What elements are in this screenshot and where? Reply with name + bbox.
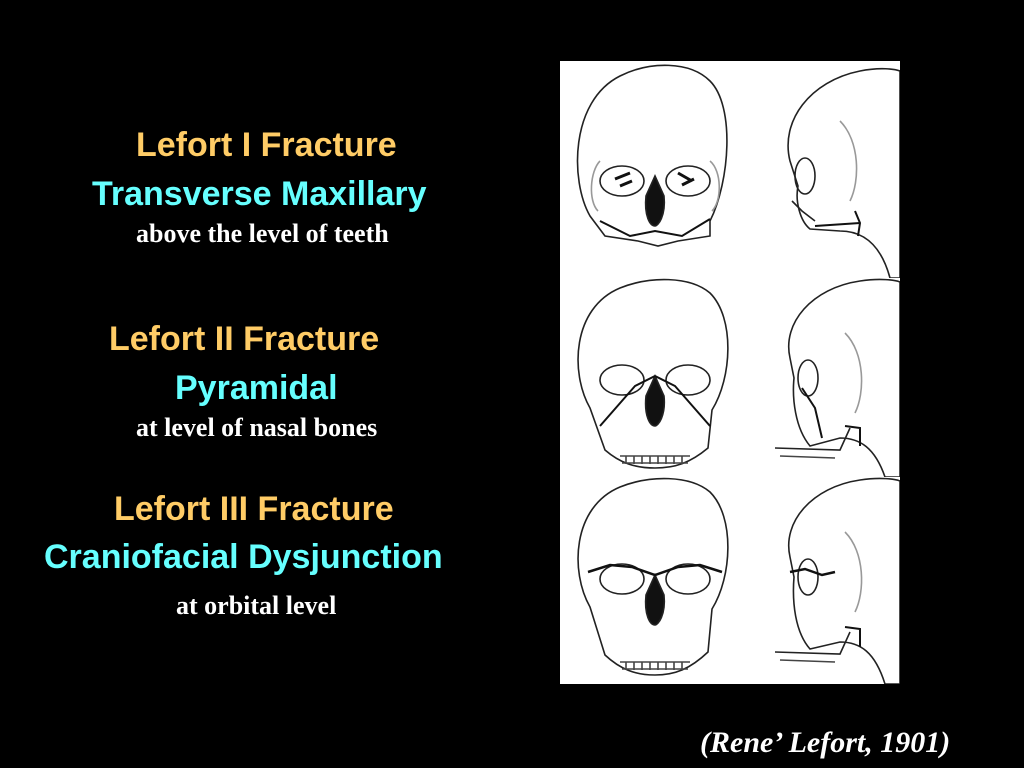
lefort-3-subtitle: Craniofacial Dysjunction bbox=[44, 538, 443, 576]
lefort-3-illustration bbox=[560, 477, 900, 684]
lefort-2-note: at level of nasal bones bbox=[136, 413, 378, 442]
lefort-3-note: at orbital level bbox=[176, 591, 337, 620]
lefort-1-note: above the level of teeth bbox=[136, 219, 389, 248]
lefort-3-title: Lefort III Fracture bbox=[114, 490, 394, 528]
lefort-2-title: Lefort II Fracture bbox=[109, 320, 380, 358]
skull-front-icon bbox=[577, 477, 729, 676]
lefort-2-subtitle: Pyramidal bbox=[175, 369, 338, 407]
lefort-1-subtitle: Transverse Maxillary bbox=[92, 175, 427, 213]
skull-front-icon bbox=[576, 64, 728, 247]
citation: (Rene’ Lefort, 1901) bbox=[700, 726, 951, 759]
skull-side-icon bbox=[774, 477, 900, 684]
lefort-2-illustration bbox=[560, 278, 900, 477]
lefort-1-illustration bbox=[560, 61, 900, 278]
skull-side-icon bbox=[774, 278, 900, 477]
lefort-1-title: Lefort I Fracture bbox=[136, 126, 397, 164]
skull-front-icon bbox=[577, 278, 729, 469]
skull-side-icon bbox=[787, 67, 900, 278]
